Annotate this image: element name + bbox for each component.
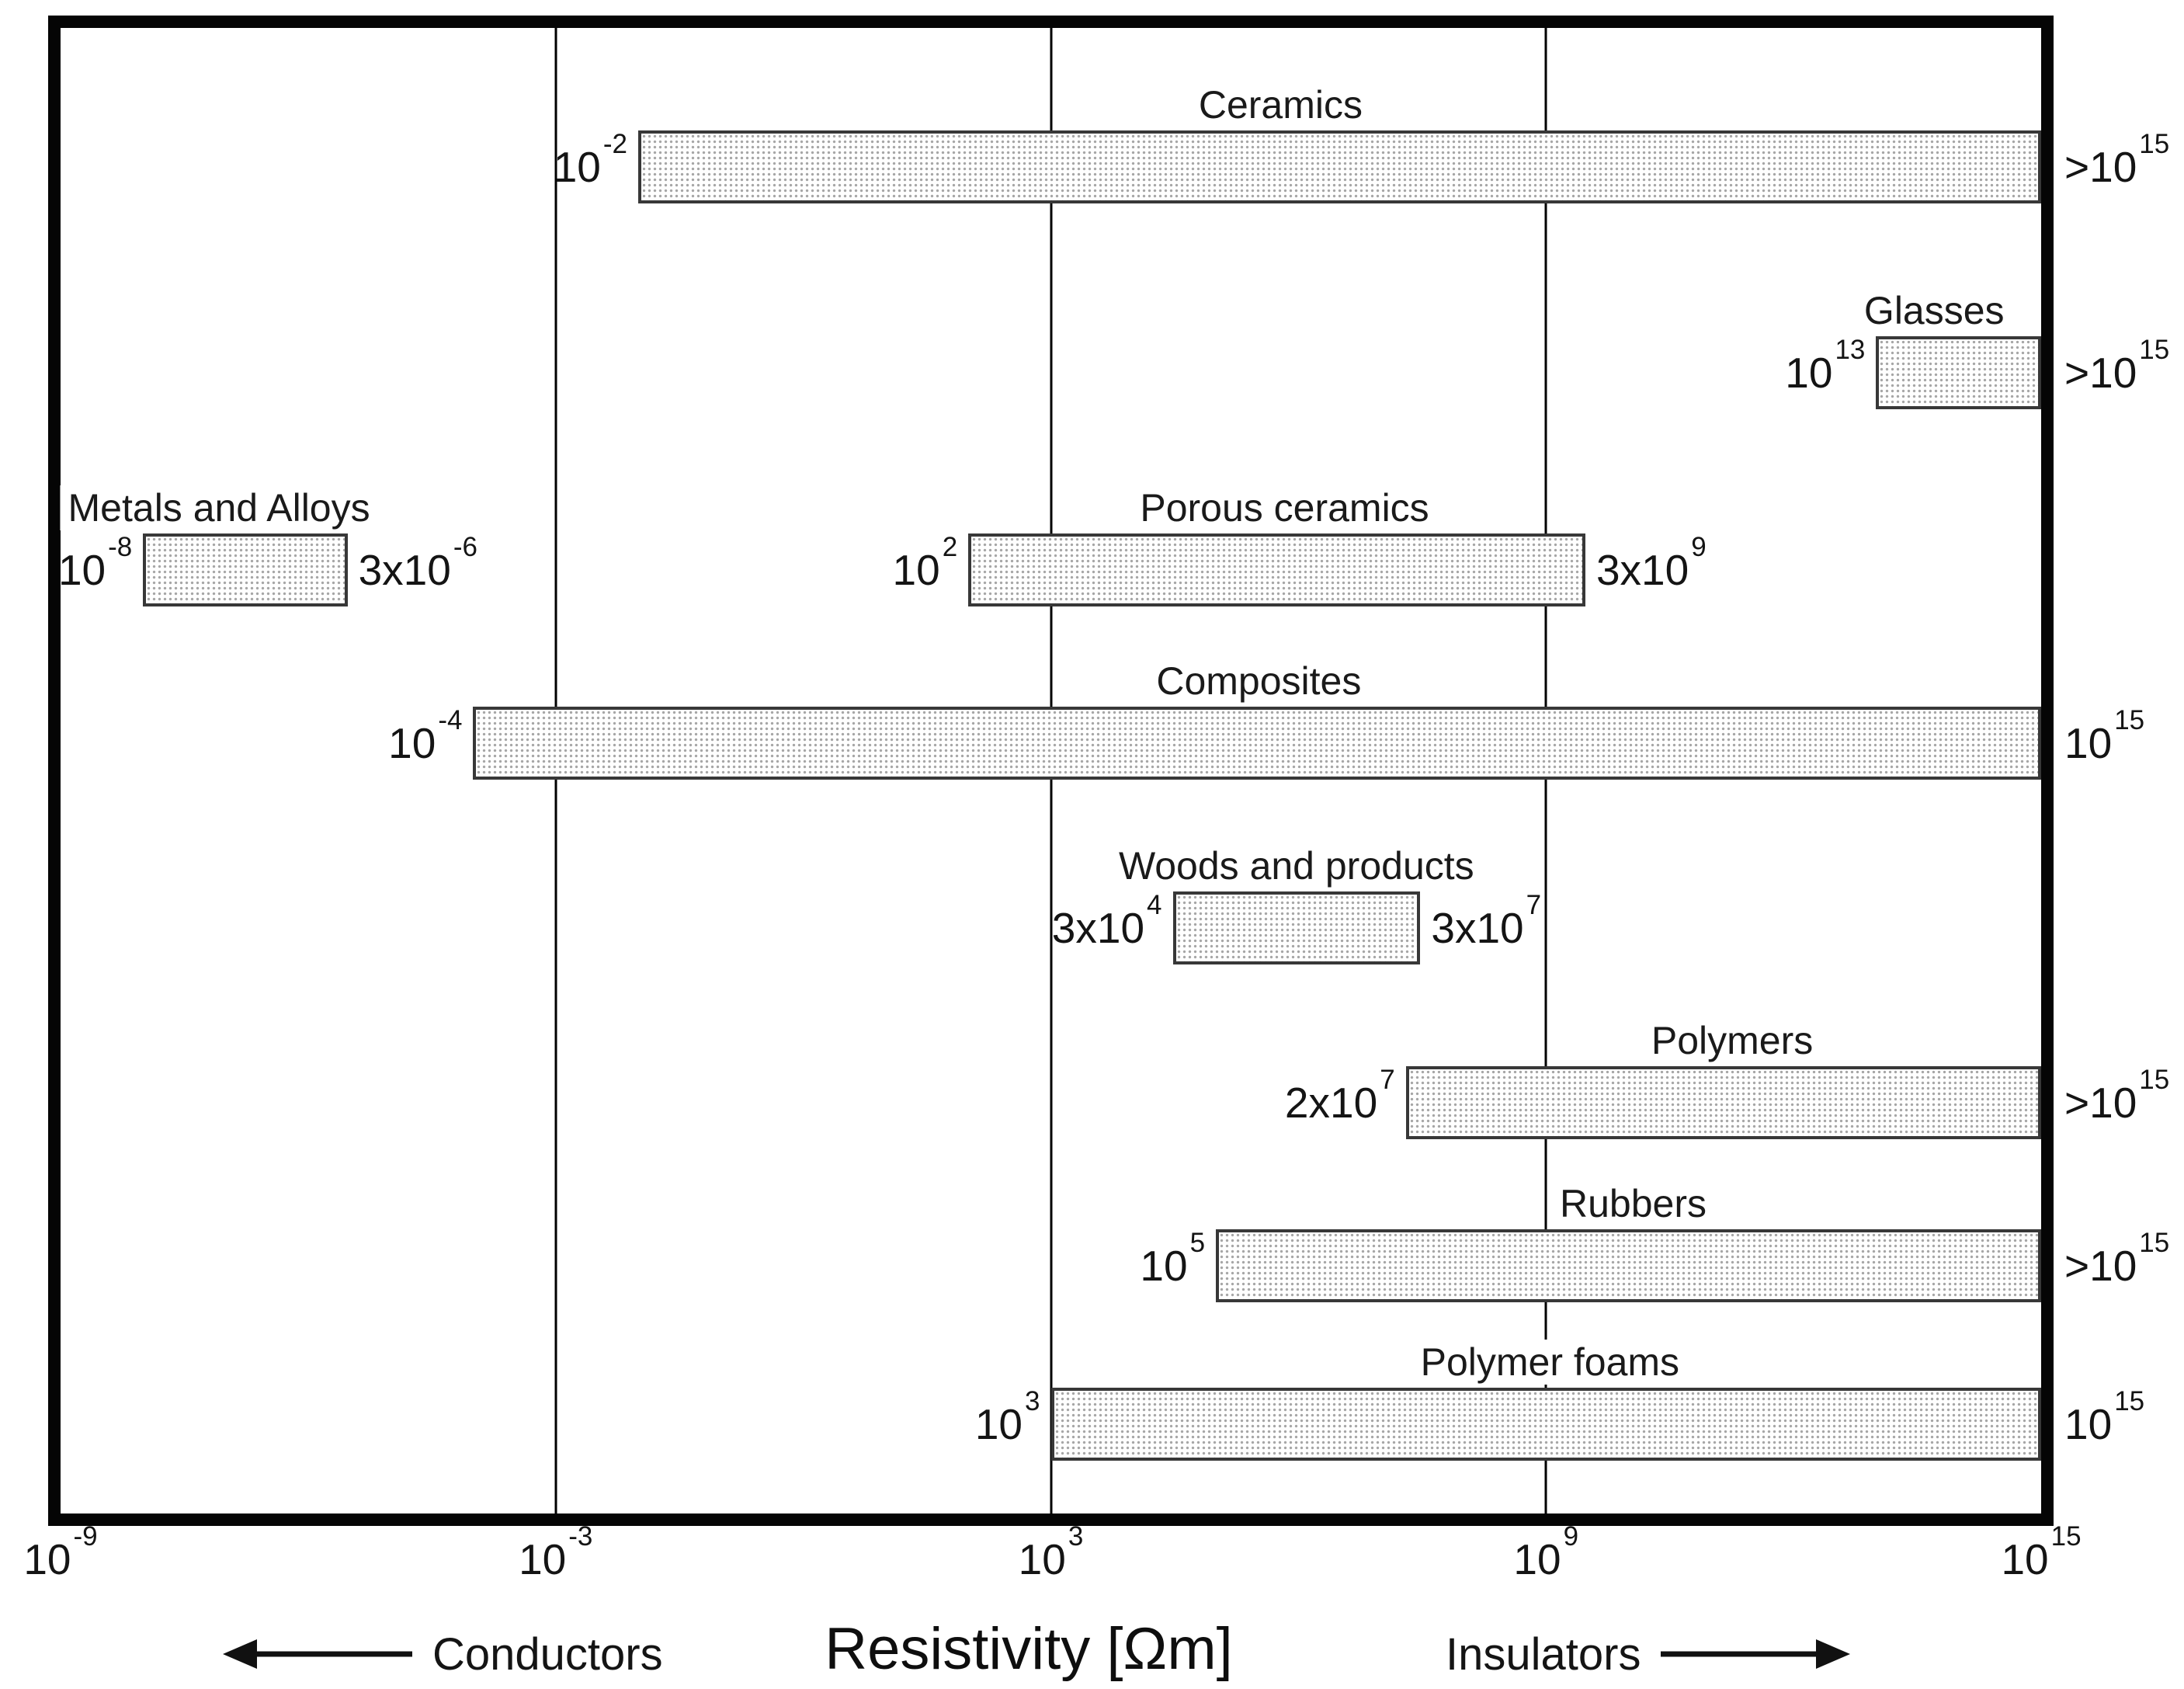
x-tick-1e9: 109 (1513, 1521, 1579, 1583)
bar-polymer-foams (1050, 1388, 2041, 1461)
x-tick-1e-3: 10-3 (519, 1521, 593, 1583)
bar-glasses (1876, 336, 2041, 409)
bar-porous-ceramics (968, 533, 1585, 606)
conductors-label: Conductors (432, 1628, 663, 1680)
bar-rubbers (1216, 1229, 2041, 1302)
min-value-metals-and-alloys: 10-8 (57, 532, 133, 594)
series-label-rubbers: Rubbers (1551, 1181, 1714, 1226)
min-value-polymers: 2x107 (1284, 1065, 1395, 1127)
bar-metals-and-alloys (143, 533, 348, 606)
x-tick-1e15: 1015 (2001, 1521, 2082, 1583)
series-label-polymer-foams: Polymer foams (1412, 1340, 1688, 1385)
conductors-caption: Conductors (221, 1626, 663, 1682)
series-label-metals-and-alloys: Metals and Alloys (60, 485, 378, 530)
min-value-composites: 10-4 (388, 705, 463, 767)
max-value-metals-and-alloys: 3x10-6 (358, 532, 477, 594)
min-value-woods-and-products: 3x104 (1051, 890, 1162, 952)
insulators-caption: Insulators (1446, 1626, 1852, 1682)
bar-ceramics (638, 130, 2041, 203)
x-tick-1e-9: 10-9 (23, 1521, 98, 1583)
x-tick-1e3: 103 (1018, 1521, 1084, 1583)
max-value-composites: 1015 (2064, 705, 2145, 767)
max-value-glasses: >1015 (2064, 335, 2170, 397)
series-label-ceramics: Ceramics (1190, 82, 1370, 127)
left-arrow-icon (223, 1639, 412, 1669)
min-value-glasses: 1013 (1785, 335, 1866, 397)
min-value-rubbers: 105 (1140, 1228, 1206, 1290)
max-value-rubbers: >1015 (2064, 1228, 2170, 1290)
series-label-polymers: Polymers (1643, 1018, 1821, 1063)
bar-polymers (1405, 1066, 2041, 1139)
min-value-polymer-foams: 103 (974, 1386, 1040, 1448)
x-axis-title: Resistivity [Ωm] (825, 1616, 1233, 1682)
bar-woods-and-products (1172, 891, 1421, 964)
max-value-porous-ceramics: 3x109 (1595, 532, 1707, 594)
max-value-woods-and-products: 3x107 (1431, 890, 1542, 952)
series-label-porous-ceramics: Porous ceramics (1132, 485, 1437, 530)
series-label-composites: Composites (1148, 659, 1370, 704)
right-arrow-icon (1661, 1639, 1851, 1669)
max-value-polymers: >1015 (2064, 1065, 2170, 1127)
x-axis-ticks: 10-9 10-3 103 109 1015 (23, 1521, 2081, 1607)
min-value-ceramics: 10-2 (553, 129, 628, 191)
max-value-polymer-foams: 1015 (2064, 1386, 2145, 1448)
min-value-porous-ceramics: 102 (892, 532, 958, 594)
series-label-woods-and-products: Woods and products (1110, 843, 1482, 888)
insulators-label: Insulators (1446, 1628, 1641, 1680)
max-value-ceramics: >1015 (2064, 129, 2170, 191)
series-label-glasses: Glasses (1856, 288, 2012, 333)
bar-composites (473, 707, 2041, 780)
